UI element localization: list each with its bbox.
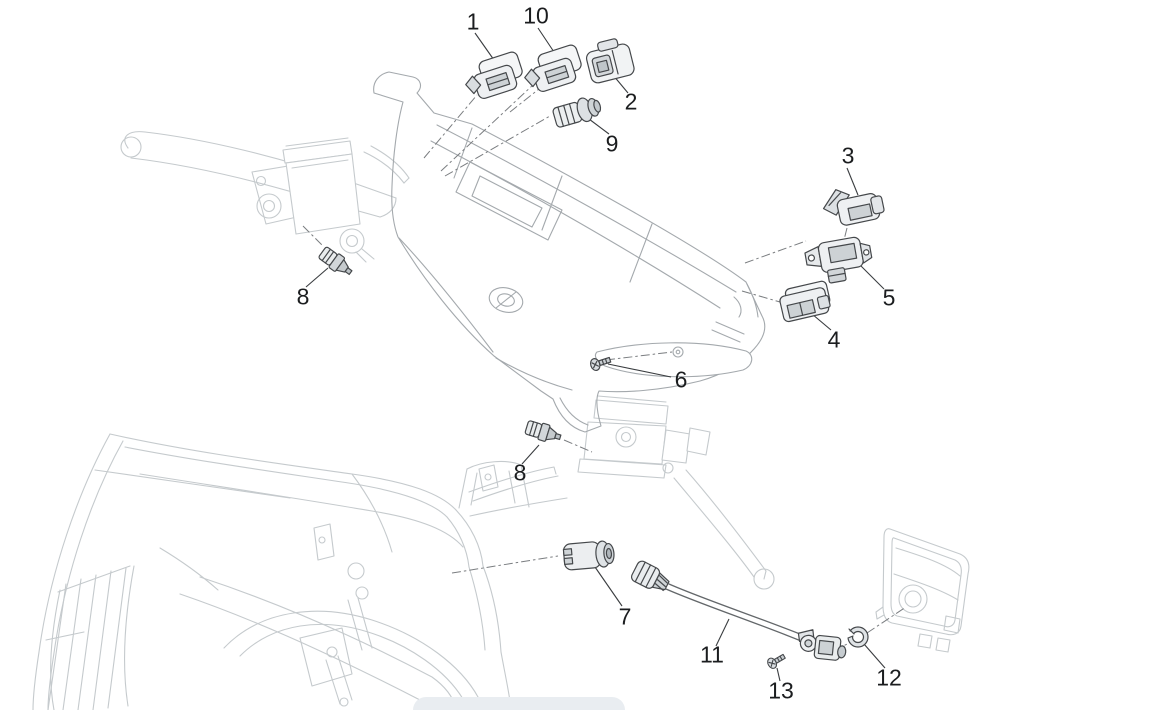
- switch-4-drawing: [779, 280, 831, 323]
- scooter-front-body-drawing: [32, 433, 568, 710]
- brake-switch-8-lower-drawing: [523, 418, 564, 446]
- bottom-floating-toolbar[interactable]: [413, 697, 625, 710]
- rear-brake-lever-assembly-drawing: [577, 395, 775, 590]
- callout-part-13: 13: [768, 677, 794, 704]
- callout-part-12: 12: [876, 664, 902, 691]
- callout-part-1: 1: [466, 8, 480, 35]
- callout-part-6: 6: [674, 366, 688, 393]
- callout-part-5: 5: [882, 284, 896, 311]
- callout-part-3: 3: [841, 142, 855, 169]
- switch-9-drawing: [552, 97, 602, 128]
- callout-part-4: 4: [827, 326, 841, 353]
- switch-10-drawing: [518, 42, 587, 97]
- callout-part-8-lower: 8: [513, 459, 527, 486]
- callout-part-2: 2: [624, 88, 638, 115]
- glovebox-back-panel-drawing: [875, 528, 970, 653]
- handlebar-rear-cover-drawing: [373, 71, 766, 433]
- callout-part-8-upper: 8: [296, 283, 310, 310]
- leader-lines: [305, 27, 886, 682]
- switch-3-drawing: [822, 189, 885, 226]
- switch-5-drawing: [804, 236, 873, 284]
- cable-11-drawing: [630, 560, 847, 661]
- right-lever-fragment-drawing: [363, 145, 410, 184]
- callout-part-9: 9: [605, 130, 619, 157]
- front-brake-lever-assembly-drawing: [120, 131, 397, 263]
- switch-1-drawing: [459, 49, 528, 104]
- callout-part-7: 7: [618, 603, 632, 630]
- grommet-12-drawing: [845, 626, 869, 648]
- connector-7-drawing: [562, 540, 615, 571]
- callout-part-11: 11: [700, 641, 724, 668]
- screw-13-drawing: [765, 651, 788, 671]
- callout-part-10: 10: [523, 2, 549, 29]
- switch-2-drawing: [585, 38, 635, 84]
